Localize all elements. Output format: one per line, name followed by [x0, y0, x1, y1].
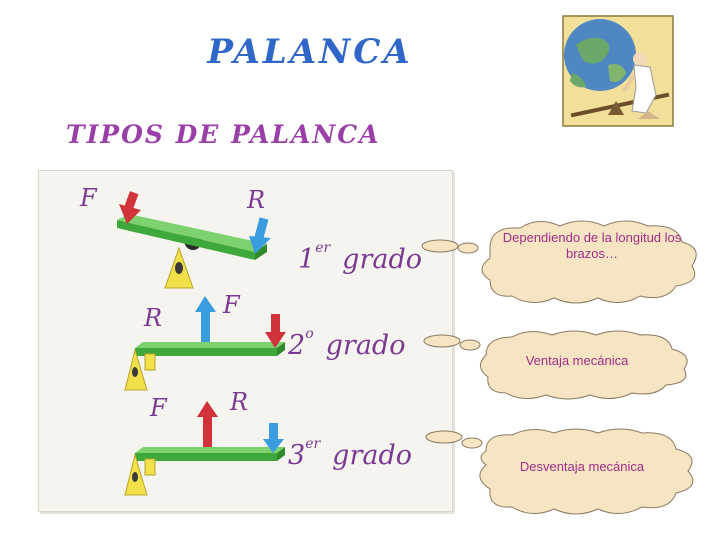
cloud-shape-3: [425, 428, 694, 515]
lever1-label-left: F: [80, 184, 97, 212]
cloud-shape-2: [423, 330, 688, 400]
lever2-grade-number: 2: [288, 330, 306, 361]
archimedes-illustration: [562, 15, 674, 127]
lever1-grade-word: grado: [342, 244, 422, 275]
cloud-callout-1: Dependiendo de la longitud los brazos…: [420, 218, 710, 308]
lever2-label-right: F: [223, 291, 240, 319]
archimedes-lifting-earth-icon: [562, 15, 674, 127]
cloud-2-text: Ventaja mecánica: [525, 353, 629, 368]
lever2-grade-word: grado: [325, 330, 406, 361]
cloud-callout-3: Desventaja mecánica: [420, 425, 710, 525]
cloud-1-text: Dependiendo de la longitud los brazos…: [502, 230, 682, 261]
lever1-label-right: R: [247, 186, 266, 214]
lever3-label-left: F: [150, 394, 167, 422]
lever3-grade-number: 3: [288, 440, 306, 471]
lever3-label-right: R: [230, 388, 249, 416]
lever1-grade-number: 1: [298, 244, 316, 275]
cloud-3-text: Desventaja mecánica: [519, 459, 645, 474]
slide-subtitle: TIPOS DE PALANCA: [66, 120, 381, 149]
lever2-grade-suffix: o: [305, 326, 314, 342]
cloud-callout-2: Ventaja mecánica: [420, 325, 710, 415]
lever1-grade-suffix: er: [315, 240, 331, 256]
lever1-diagram: [117, 191, 271, 289]
lever3-grade-suffix: er: [305, 436, 321, 452]
lever2-label-left: R: [144, 304, 163, 332]
cloud-shape-1: [421, 220, 697, 304]
lever2-diagram: [124, 296, 286, 391]
lever3-diagram: [124, 401, 285, 496]
slide-title: PALANCA: [207, 32, 413, 72]
lever3-grade-word: grado: [332, 440, 412, 471]
